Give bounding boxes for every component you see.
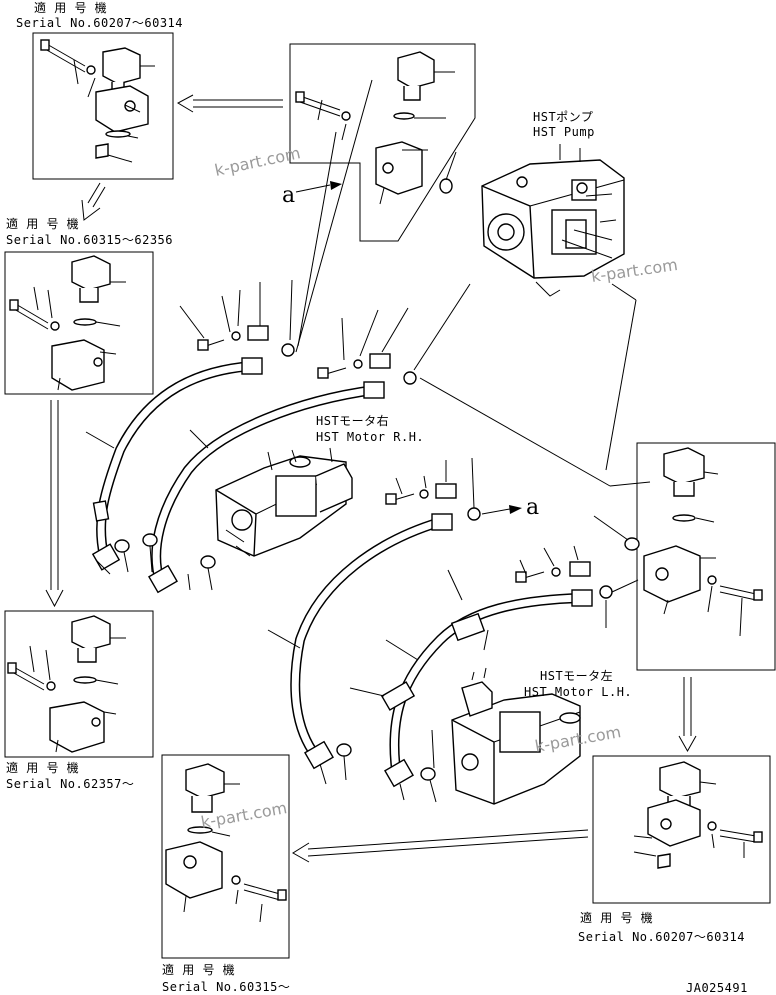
label-tl-serial: Serial No.60207～60314 xyxy=(16,16,183,30)
hst-pump xyxy=(481,144,625,297)
document-id: JA025491 xyxy=(686,981,748,995)
box-bottom-center xyxy=(161,754,290,959)
arrow-to-bottom-center xyxy=(292,829,589,863)
ref-letter-a1: a xyxy=(282,183,295,208)
bolt-group-2 xyxy=(317,283,471,385)
ref-letter-a2: a xyxy=(526,495,539,520)
hst-motor-lh xyxy=(451,667,581,805)
label-motor-lh-en: HST Motor L.H. xyxy=(524,685,632,699)
arrow-top-to-mid-left xyxy=(81,182,106,221)
hose-3 xyxy=(290,513,453,770)
watermark-1: k-part.com xyxy=(213,143,302,180)
block-assembly-bottom-left xyxy=(7,615,126,753)
label-br-jp: 適 用 号 機 xyxy=(580,910,653,925)
hst-motor-rh xyxy=(215,447,353,557)
hose-2 xyxy=(148,381,385,594)
label-ml-jp: 適 用 号 機 xyxy=(6,216,79,231)
label-br-serial: Serial No.60207～60314 xyxy=(578,930,745,944)
box-top-left xyxy=(32,32,174,180)
leader-lines xyxy=(85,429,489,769)
block-assembly-right xyxy=(643,447,763,637)
ref-arrow-a2 xyxy=(481,505,522,515)
bolt-group-3 xyxy=(385,457,481,521)
block-assembly-top-center xyxy=(295,51,455,205)
block-assembly-mid-left xyxy=(9,255,126,391)
hose-4 xyxy=(380,589,593,788)
label-ml-serial: Serial No.60315～62356 xyxy=(6,233,173,247)
box-mid-left xyxy=(4,251,154,395)
block-assembly-bottom-center xyxy=(165,763,287,923)
arrow-right-to-bottom-right xyxy=(678,677,697,753)
label-pump-en: HST Pump xyxy=(533,125,595,139)
box-top-center xyxy=(289,43,476,242)
label-bl-jp: 適 用 号 機 xyxy=(6,760,79,775)
label-motor-rh-jp: HSTモータ右 xyxy=(316,413,389,428)
block-assembly-bottom-right xyxy=(633,761,763,869)
arrow-mid-to-bottom-left xyxy=(45,400,64,608)
watermark-4: k-part.com xyxy=(199,798,288,832)
label-motor-rh-en: HST Motor R.H. xyxy=(316,430,424,444)
block-assembly-top-left xyxy=(40,39,155,163)
o-rings xyxy=(95,178,640,803)
arrow-to-top-left xyxy=(176,94,283,113)
label-motor-lh-jp: HSTモータ左 xyxy=(540,668,613,683)
bolt-group-1 xyxy=(179,279,295,357)
box-bottom-right xyxy=(592,755,771,904)
connection-lines xyxy=(295,79,651,593)
ref-arrow-a1 xyxy=(295,181,342,193)
box-bottom-left xyxy=(4,610,154,758)
label-bc-serial: Serial No.60315～ xyxy=(162,980,290,994)
label-bl-serial: Serial No.62357～ xyxy=(6,777,134,791)
box-right xyxy=(636,442,776,671)
label-pump-jp: HSTポンプ xyxy=(533,110,593,124)
bolt-group-4 xyxy=(515,545,613,628)
label-tl-jp: 適 用 号 機 xyxy=(34,0,107,15)
label-bc-jp: 適 用 号 機 xyxy=(162,962,235,977)
